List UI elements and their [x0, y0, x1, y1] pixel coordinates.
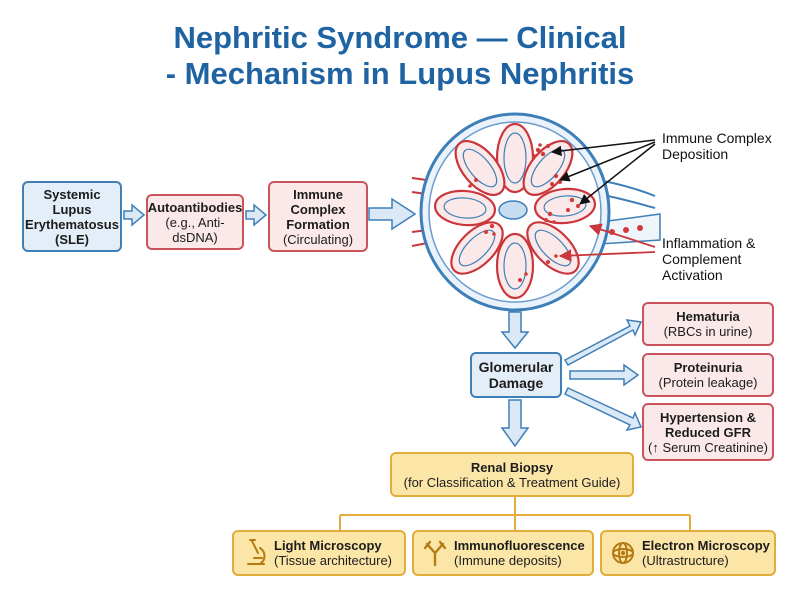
- deposition-label-line: Immune Complex: [662, 130, 772, 146]
- arrow-damage-to-biopsy: [500, 399, 530, 448]
- arrow-autoantibodies-to-complex: [245, 203, 268, 227]
- arrow-to-hematuria: [563, 319, 643, 366]
- hematuria-box: Hematuria (RBCs in urine): [642, 302, 774, 346]
- microscope-icon: [247, 539, 266, 565]
- electron-microscopy-box: Electron Microscopy (Ultrastructure): [600, 530, 776, 576]
- immunofluorescence-box: Immunofluorescence (Immune deposits): [412, 530, 594, 576]
- title-line-1: Nephritic Syndrome — Clinical: [173, 20, 627, 55]
- inflammation-label-line: Activation: [662, 267, 723, 283]
- inflammation-label: Inflammation & Complement Activation: [662, 235, 755, 283]
- proteinuria-box: Proteinuria (Protein leakage): [642, 353, 774, 397]
- immunofluorescence-sub: (Immune deposits): [454, 553, 562, 568]
- sle-box: Systemic Lupus Erythematosus (SLE): [22, 181, 122, 252]
- light-microscopy-box: Light Microscopy (Tissue architecture): [232, 530, 406, 576]
- arrow-to-proteinuria: [569, 363, 640, 387]
- immune-complex-title: Complex: [290, 201, 346, 217]
- immune-complex-box: Immune Complex Formation (Circulating): [268, 181, 368, 252]
- electron-beam-icon: [612, 542, 634, 564]
- arrow-complex-to-glomerulus: [368, 197, 417, 231]
- hypertension-box: Hypertension & Reduced GFR (↑ Serum Crea…: [642, 403, 774, 461]
- immune-complex-sub: (Circulating): [282, 231, 354, 247]
- hematuria-sub: (RBCs in urine): [663, 324, 753, 339]
- sle-line: (SLE): [55, 231, 89, 247]
- biopsy-title: Renal Biopsy: [470, 459, 554, 475]
- deposition-label: Immune Complex Deposition: [662, 130, 772, 162]
- autoantibodies-box: Autoantibodies (e.g., Anti- dsDNA): [146, 194, 244, 250]
- sle-line: Lupus: [52, 201, 92, 217]
- biopsy-sub: (for Classification & Treatment Guide): [403, 474, 621, 490]
- sle-line: Systemic: [43, 186, 101, 202]
- immunofluorescence-title: Immunofluorescence: [454, 538, 585, 553]
- pointer-deposition-1: [550, 139, 656, 157]
- autoantibodies-sub: dsDNA): [172, 229, 218, 245]
- electron-microscopy-sub: (Ultrastructure): [642, 553, 729, 568]
- damage-title: Damage: [488, 375, 544, 391]
- hematuria-title: Hematuria: [676, 309, 740, 324]
- inflammation-label-line: Inflammation &: [662, 235, 756, 251]
- title-line-2: - Mechanism in Lupus Nephritis: [165, 56, 635, 91]
- arrow-glomerulus-to-damage: [500, 311, 530, 350]
- inflammation-label-line: Complement: [662, 251, 742, 267]
- immune-complex-title: Formation: [286, 216, 350, 232]
- arrow-sle-to-autoantibodies: [123, 203, 146, 227]
- pointer-deposition-2: [559, 141, 656, 182]
- immune-complex-title: Immune: [293, 186, 343, 202]
- glomerular-damage-box: Glomerular Damage: [470, 352, 562, 398]
- arrow-to-hypertension: [563, 387, 643, 432]
- light-microscopy-title: Light Microscopy: [274, 538, 382, 553]
- pointer-deposition-3: [579, 143, 656, 205]
- pointer-inflammation-2: [558, 249, 656, 262]
- hypertension-title: Hypertension &: [659, 409, 757, 425]
- electron-microscopy-title: Electron Microscopy: [642, 538, 770, 553]
- hypertension-title: Reduced GFR: [665, 424, 751, 440]
- sle-line: Erythematosus: [25, 216, 119, 232]
- autoantibodies-sub: (e.g., Anti-: [165, 214, 225, 230]
- autoantibodies-title: Autoantibodies: [147, 199, 243, 215]
- damage-title: Glomerular: [478, 359, 554, 375]
- biopsy-bracket: [339, 497, 691, 530]
- proteinuria-sub: (Protein leakage): [658, 375, 758, 390]
- pointer-inflammation-1: [588, 223, 656, 248]
- hypertension-sub: (↑ Serum Creatinine): [648, 439, 768, 455]
- antibody-icon: [423, 540, 447, 567]
- light-microscopy-sub: (Tissue architecture): [274, 553, 392, 568]
- proteinuria-title: Proteinuria: [673, 360, 743, 375]
- deposition-label-line: Deposition: [662, 146, 729, 162]
- renal-biopsy-box: Renal Biopsy (for Classification & Treat…: [390, 452, 634, 497]
